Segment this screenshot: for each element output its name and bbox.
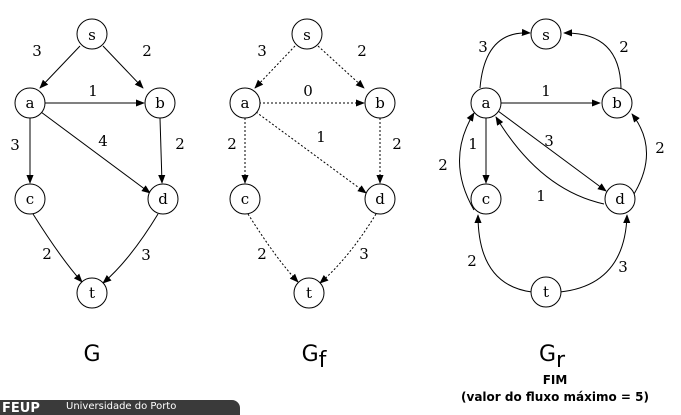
edge-label-t-d: 3 — [618, 258, 628, 276]
graph-caption: G — [83, 342, 100, 367]
node-d: d — [604, 183, 636, 215]
edge-d-t — [319, 213, 377, 284]
node-t: t — [76, 277, 108, 309]
graph-caption: Gf — [302, 342, 328, 373]
edge-a-d — [497, 110, 607, 192]
graph-Gr: 3 2 1 1 2 3 1 2 2 3 s a b c d t Gr — [438, 18, 665, 373]
edge-c-a — [459, 112, 475, 211]
edge-b-s — [563, 29, 622, 89]
edge-t-d — [559, 214, 631, 293]
edge-t-c — [474, 214, 533, 293]
svg-text:t: t — [543, 283, 549, 301]
edge-label-a-c: 1 — [468, 135, 478, 153]
edge-label-a-b: 1 — [541, 82, 551, 100]
svg-text:s: s — [88, 26, 96, 44]
edge-label-d-a: 1 — [536, 187, 546, 205]
graph-caption: Gr — [539, 342, 566, 373]
edge-s-b — [102, 45, 144, 89]
edge-label-a-d: 3 — [544, 132, 554, 150]
node-s: s — [291, 18, 323, 50]
edge-s-a — [39, 45, 81, 89]
institution-name: Universidade do Porto — [66, 401, 177, 412]
node-d: d — [147, 183, 179, 215]
node-t: t — [293, 277, 325, 309]
edge-label-c-t: 2 — [42, 245, 52, 263]
edge-label-c-a: 2 — [438, 156, 448, 174]
node-a: a — [470, 87, 502, 119]
edge-label-s-a: 3 — [32, 42, 42, 60]
node-b: b — [364, 87, 396, 119]
edge-a-d — [40, 111, 151, 194]
svg-text:s: s — [303, 26, 311, 44]
svg-text:c: c — [26, 190, 34, 208]
node-a: a — [14, 87, 46, 119]
svg-text:t: t — [306, 284, 312, 302]
node-s: s — [76, 18, 108, 50]
edge-label-a-c: 2 — [227, 135, 237, 153]
node-c: c — [14, 183, 46, 215]
edge-label-d-t: 3 — [359, 245, 369, 263]
edge-label-d-t: 3 — [141, 246, 151, 264]
node-b: b — [144, 87, 176, 119]
svg-text:c: c — [241, 190, 249, 208]
svg-text:a: a — [26, 94, 35, 112]
result-title: FIM — [542, 373, 568, 387]
edge-a-s — [479, 28, 531, 89]
result-subtitle: (valor do fluxo máximo = 5) — [461, 390, 649, 404]
svg-text:d: d — [615, 190, 625, 208]
edge-c-t — [247, 213, 299, 283]
edge-label-a-d: 4 — [98, 132, 108, 150]
graph-G: 3 2 1 3 4 2 2 3 s a b c d t G — [10, 18, 185, 367]
edge-label-a-s: 3 — [478, 38, 488, 56]
edge-label-t-c: 2 — [467, 252, 477, 270]
edge-b-d — [158, 117, 166, 184]
node-a: a — [229, 87, 261, 119]
edge-a-d — [255, 111, 367, 194]
svg-text:a: a — [482, 94, 491, 112]
node-c: c — [229, 183, 261, 215]
edge-d-b — [631, 113, 647, 195]
edge-s-a — [254, 45, 296, 89]
edge-label-s-a: 3 — [257, 42, 267, 60]
svg-text:s: s — [542, 26, 550, 44]
node-s: s — [530, 18, 562, 50]
svg-text:a: a — [241, 94, 250, 112]
svg-text:b: b — [155, 94, 165, 112]
edge-label-b-d: 2 — [175, 135, 185, 153]
graph-Gf-labels: 3 2 0 2 1 2 2 3 s a b c d t Gf — [227, 18, 402, 373]
svg-text:d: d — [375, 190, 385, 208]
edge-label-a-d: 1 — [316, 128, 326, 146]
svg-text:c: c — [482, 190, 490, 208]
node-b: b — [601, 87, 633, 119]
edge-label-s-b: 2 — [142, 42, 152, 60]
edge-label-s-b: 2 — [357, 42, 367, 60]
edge-label-b-d: 2 — [392, 135, 402, 153]
svg-text:b: b — [612, 94, 622, 112]
edge-label-a-c: 3 — [10, 136, 20, 154]
node-d: d — [364, 183, 396, 215]
svg-text:t: t — [89, 284, 95, 302]
svg-text:d: d — [158, 190, 168, 208]
edge-d-a — [495, 116, 605, 205]
edge-d-t — [102, 213, 159, 284]
edge-label-b-s: 2 — [619, 38, 629, 56]
edge-label-a-b: 0 — [303, 82, 313, 100]
edge-c-t — [32, 213, 83, 283]
edge-label-d-b: 2 — [655, 139, 665, 157]
node-t: t — [530, 276, 562, 308]
graph-Gf — [241, 45, 384, 284]
result-caption: FIM (valor do fluxo máximo = 5) — [430, 372, 680, 406]
edge-label-a-b: 1 — [88, 82, 98, 100]
node-c: c — [470, 183, 502, 215]
svg-text:b: b — [375, 94, 385, 112]
institution-footer: FEUP Universidade do Porto — [0, 400, 240, 415]
edge-label-c-t: 2 — [257, 245, 267, 263]
feup-logo: FEUP — [2, 401, 40, 415]
